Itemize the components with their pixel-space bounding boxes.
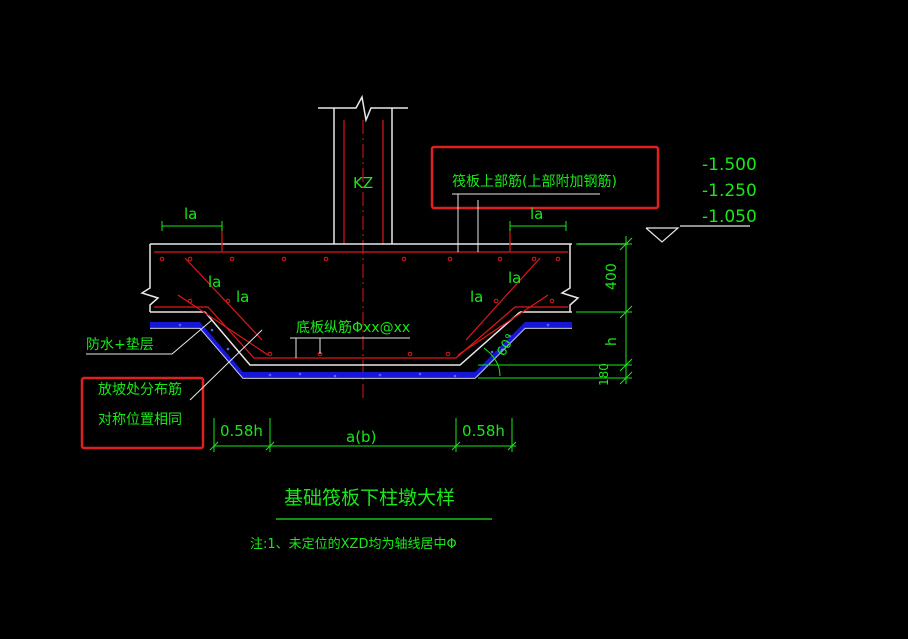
- la-dim-top-left: [161, 221, 223, 231]
- vertical-dimension: [478, 236, 633, 385]
- slope-note-line-1: 放坡处分布筋: [98, 381, 182, 398]
- dim-400-label: 400: [604, 263, 620, 290]
- elevation-2: -1.250: [702, 181, 757, 201]
- top-rebar-highlight-box: [430, 145, 660, 210]
- elevation-3: -1.050: [702, 207, 757, 227]
- la-dim-top-right: [509, 221, 567, 231]
- dim-mid-label: a(b): [346, 428, 376, 446]
- dim-right-label: 0.58h: [462, 422, 505, 440]
- drawing-title: 基础筏板下柱墩大样: [284, 487, 455, 509]
- slope-note-line-2: 对称位置相同: [98, 412, 182, 428]
- bottom-rebar-leader: [290, 337, 410, 358]
- top-rebar-label: 筏板上部筋(上部附加钢筋): [452, 173, 617, 190]
- slab-rebars: [154, 228, 568, 359]
- elevation-1: -1.500: [702, 155, 757, 175]
- angle-arc: [483, 347, 501, 377]
- waterproof-leader: [86, 319, 213, 355]
- slope-note-highlight-box: [80, 376, 205, 450]
- column-label: KZ: [353, 174, 373, 192]
- waterproof-label: 防水+垫层: [86, 337, 154, 353]
- column-rebars: [343, 120, 384, 244]
- dim-h-label: h: [604, 337, 620, 346]
- rebar-dots: [159, 256, 561, 357]
- la-label-inner-right-2: la: [470, 288, 483, 306]
- la-label-inner-left-1: la: [208, 273, 221, 291]
- column: [318, 94, 408, 244]
- la-label-top-left: la: [184, 205, 197, 223]
- top-rebar-leader: [452, 193, 600, 252]
- la-label-inner-left-2: la: [236, 288, 249, 306]
- slope-note-leader: [189, 329, 263, 401]
- la-label-top-right: la: [530, 205, 543, 223]
- dim-180-label: 180: [597, 363, 611, 386]
- cushion-layer: [150, 322, 572, 378]
- cushion-dots: [178, 323, 550, 378]
- drawing-note: 注:1、未定位的XZD均为轴线居中Φ: [250, 536, 457, 552]
- la-label-inner-right-1: la: [508, 269, 521, 287]
- elevation-marker: [578, 225, 750, 245]
- bottom-rebar-label: 底板纵筋Φxx@xx: [296, 319, 410, 336]
- dim-left-label: 0.58h: [220, 422, 263, 440]
- horizontal-dimension: [209, 418, 517, 452]
